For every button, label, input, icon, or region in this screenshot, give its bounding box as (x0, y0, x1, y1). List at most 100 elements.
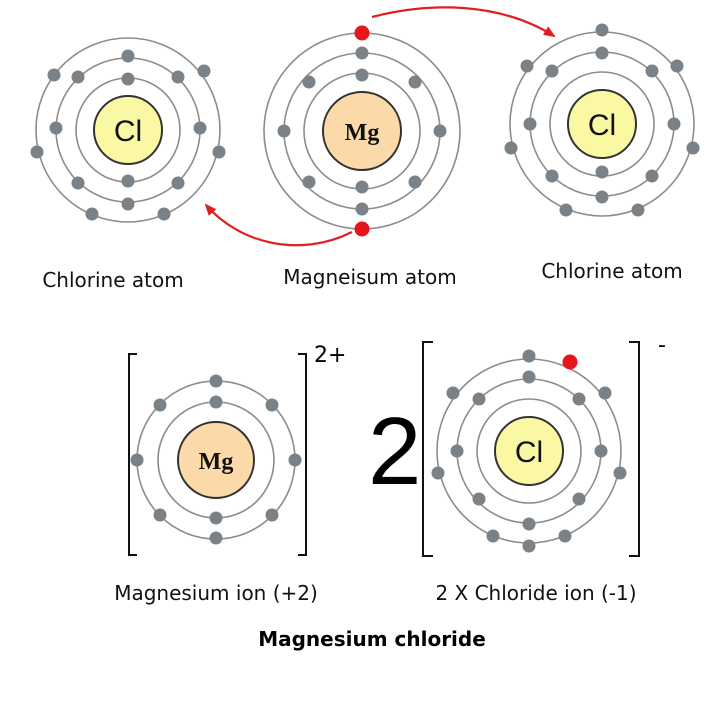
chlorine-atom-right: Cl (504, 23, 700, 217)
electron (598, 386, 612, 400)
chloride-ion: 2 Cl - (368, 333, 666, 557)
electron (595, 165, 609, 179)
electrons (504, 23, 700, 217)
chloride-ion-label: 2 X Chloride ion (-1) (435, 581, 636, 605)
electron (355, 202, 369, 216)
electrons (130, 374, 302, 545)
electron (153, 508, 167, 522)
chlorine-symbol: Cl (588, 109, 616, 142)
electron (613, 466, 627, 480)
electron (523, 117, 537, 131)
electron (504, 141, 518, 155)
electron (667, 117, 681, 131)
electron (686, 141, 700, 155)
electrons (277, 25, 447, 237)
magnesium-ion-charge: 2+ (314, 343, 346, 368)
electron (522, 370, 536, 384)
magnesium-atom: Mg (263, 25, 461, 237)
chloride-ion-charge: - (658, 333, 666, 358)
electron (446, 386, 460, 400)
electron (355, 46, 369, 60)
electron (670, 59, 684, 73)
electron (595, 46, 609, 60)
chlorine-atom-right-label: Chlorine atom (541, 259, 682, 283)
electron (277, 124, 291, 138)
left-bracket (128, 353, 137, 556)
electron (645, 169, 659, 183)
electron (157, 207, 171, 221)
electron (472, 392, 486, 406)
magnesium-ion-label: Magnesium ion (+2) (114, 581, 318, 605)
electron (212, 145, 226, 159)
outer-shell (35, 37, 221, 223)
electron-transfer-arrow-right (371, 6, 556, 38)
electron (595, 190, 609, 204)
electron (209, 395, 223, 409)
magnesium-ion-symbol: Mg (199, 449, 234, 475)
electron (450, 444, 464, 458)
electron (595, 23, 609, 37)
electron (408, 75, 422, 89)
electron (631, 203, 645, 217)
electron (121, 197, 135, 211)
electron (153, 398, 167, 412)
transferred-electron (354, 25, 370, 41)
electron (288, 453, 302, 467)
chlorine-nucleus (494, 416, 564, 486)
electron (645, 64, 659, 78)
magnesium-ion: Mg 2+ (128, 343, 346, 556)
electron-transfer-arrow-left (204, 203, 353, 247)
right-bracket (298, 353, 307, 556)
electron (302, 175, 316, 189)
chloride-ion-symbol: Cl (515, 436, 543, 469)
electron (171, 70, 185, 84)
inner-shell (476, 398, 582, 504)
electron (265, 508, 279, 522)
electron (85, 207, 99, 221)
electron (431, 466, 445, 480)
electron (121, 72, 135, 86)
electron (130, 453, 144, 467)
magnesium-nucleus (177, 421, 255, 499)
electron (545, 64, 559, 78)
electrons (30, 49, 226, 221)
electron (558, 529, 572, 543)
chloride-coefficient: 2 (368, 398, 421, 505)
electron (522, 349, 536, 363)
chlorine-atom-left-label: Chlorine atom (42, 268, 183, 292)
electron (594, 444, 608, 458)
electron (71, 176, 85, 190)
electron (545, 169, 559, 183)
electron (121, 174, 135, 188)
right-bracket (629, 341, 640, 557)
electron (171, 176, 185, 190)
electron (197, 64, 211, 78)
electron (30, 145, 44, 159)
electron (209, 511, 223, 525)
electron (302, 75, 316, 89)
electron (433, 124, 447, 138)
chlorine-symbol: Cl (114, 115, 142, 148)
electron (572, 392, 586, 406)
electron (355, 68, 369, 82)
electron (71, 70, 85, 84)
electron (520, 59, 534, 73)
transferred-electron (354, 221, 370, 237)
magnesium-atom-label: Magneisum atom (283, 265, 457, 289)
electron (49, 121, 63, 135)
chlorine-atom-left: Cl (30, 37, 226, 223)
electron (522, 517, 536, 531)
electron (408, 175, 422, 189)
electron (522, 539, 536, 553)
diagram-title: Magnesium chloride (258, 627, 486, 651)
chlorine-nucleus (93, 95, 163, 165)
left-bracket (422, 341, 433, 557)
electron (209, 531, 223, 545)
electron (265, 398, 279, 412)
electron (121, 49, 135, 63)
electron (355, 180, 369, 194)
transferred-electron (562, 354, 578, 370)
electron (559, 203, 573, 217)
magnesium-nucleus (322, 91, 402, 171)
